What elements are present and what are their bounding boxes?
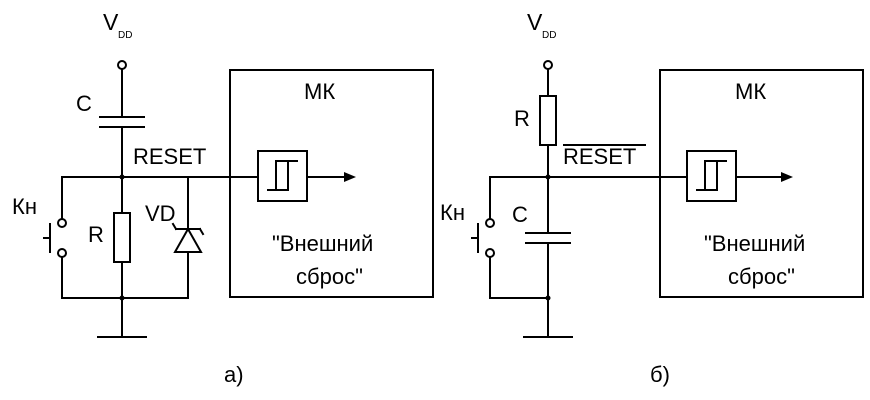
supply-subscript-b: DD xyxy=(542,30,556,41)
reset-label-a: RESET xyxy=(133,144,206,169)
diode-label-a: VD xyxy=(145,201,176,226)
reset-label-b: RESET xyxy=(563,144,636,169)
circuit-a: V DD C RESET Кн xyxy=(12,9,434,387)
resistor-a xyxy=(113,176,131,338)
supply-subscript-a: DD xyxy=(118,30,132,41)
circuit-b: V DD R RESET Кн xyxy=(440,9,864,387)
function-line1-b: "Внешний xyxy=(704,231,805,256)
schmitt-trigger-b xyxy=(686,150,737,202)
function-line2-a: сброс" xyxy=(296,264,363,289)
pushbutton-b xyxy=(471,176,495,299)
supply-label-b: V xyxy=(527,9,543,35)
mcu-block-a xyxy=(229,69,434,298)
button-label-b: Кн xyxy=(440,200,465,225)
capacitor-a xyxy=(99,68,145,178)
supply-label-a: V xyxy=(103,9,119,35)
output-arrow-a xyxy=(344,172,356,182)
diode-a xyxy=(171,176,205,299)
capacitor-b xyxy=(525,176,571,338)
resistor-b xyxy=(539,68,557,178)
caption-a: а) xyxy=(224,362,244,387)
hysteresis-symbol-b xyxy=(696,160,727,191)
caption-b: б) xyxy=(650,362,670,387)
mcu-label-b: МК xyxy=(735,79,766,104)
function-line1-a: "Внешний xyxy=(272,231,373,256)
mcu-block-b xyxy=(659,69,864,298)
pushbutton-a xyxy=(43,176,67,299)
output-arrow-b xyxy=(781,172,793,182)
supply-terminal-a xyxy=(117,60,127,70)
supply-terminal-b xyxy=(543,60,553,70)
capacitor-label-b: C xyxy=(512,202,528,227)
resistor-label-b: R xyxy=(514,106,530,131)
resistor-label-a: R xyxy=(88,222,104,247)
junction-bottom-a xyxy=(119,295,125,301)
schmitt-trigger-a xyxy=(257,150,308,202)
capacitor-label-a: C xyxy=(76,91,92,116)
mcu-label-a: МК xyxy=(304,79,335,104)
function-line2-b: сброс" xyxy=(728,264,795,289)
button-label-a: Кн xyxy=(12,194,37,219)
junction-bottom-b xyxy=(545,295,551,301)
hysteresis-symbol-a xyxy=(267,160,298,191)
